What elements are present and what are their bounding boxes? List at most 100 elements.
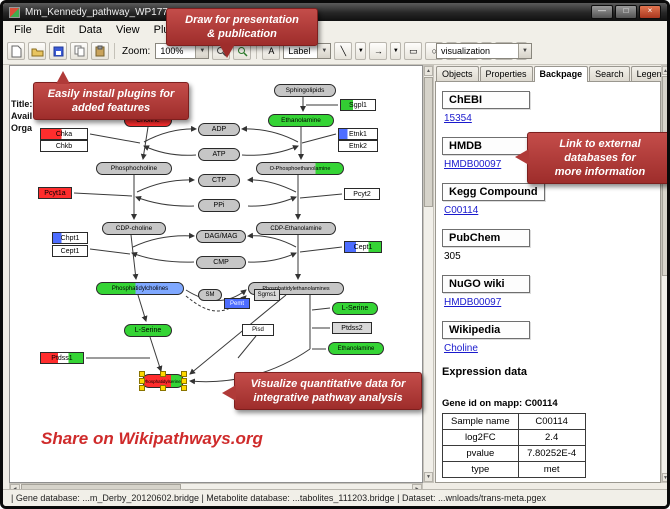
tab-properties[interactable]: Properties [479,66,533,82]
scroll-up-arrow[interactable]: ▲ [662,66,668,75]
pathway-node[interactable]: DAG/MAG [196,230,246,243]
open-file-button[interactable] [28,42,46,60]
visualization-combobox[interactable]: visualization ▼ [436,43,532,59]
maximize-button[interactable]: □ [615,5,637,19]
pathway-node[interactable]: PPi [198,199,240,212]
save-button[interactable] [49,42,67,60]
pathway-node[interactable]: Pcyt1a [38,187,72,199]
callout-line: Link to external [559,138,641,150]
scroll-up-arrow[interactable]: ▲ [424,66,433,76]
pathway-node[interactable]: Phosphatidylcholines [96,282,184,295]
line-tool-button[interactable]: ╲ [334,42,353,60]
chevron-down-icon[interactable]: ▼ [195,44,209,58]
paste-button[interactable] [91,42,109,60]
selection-handle[interactable] [139,371,145,377]
visualization-value: visualization [441,46,491,56]
chevron-down-icon[interactable]: ▼ [518,44,531,58]
pathway-node[interactable]: Cept1 [52,245,88,257]
pathway-node[interactable]: Sphingolipids [274,84,336,97]
pathway-node[interactable]: Cept1 [344,241,382,253]
new-file-button[interactable] [7,42,25,60]
database-header: Wikipedia [442,321,530,339]
rect-tool-button[interactable]: ▭ [404,42,423,60]
status-bar: | Gene database: ...m_Derby_20120602.bri… [3,489,667,506]
selection-handle[interactable] [139,378,145,384]
pathway-node[interactable]: CMP [196,256,246,269]
minimize-button[interactable]: — [591,5,613,19]
pathway-node[interactable]: Chpt1 [52,232,88,244]
tab-legend[interactable]: Legend [630,66,667,82]
pathway-node[interactable]: Ptdss1 [40,352,84,364]
selection-handle[interactable] [160,385,166,391]
selection-handle[interactable] [181,385,187,391]
toolbar-separator [256,43,258,59]
selection-handle[interactable] [181,378,187,384]
scroll-down-arrow[interactable]: ▼ [424,472,433,482]
menu-edit[interactable]: Edit [45,23,65,36]
backpage-section: NuGO wiki HMDB00097 [442,274,654,308]
label-tool-value: Label [288,46,311,56]
pathway-node[interactable]: Pemt [224,298,250,309]
callout-external-databases: Link to external databases for more info… [515,132,667,184]
callout-line: integrative pathway analysis [253,392,403,404]
database-link[interactable]: C00114 [444,205,479,216]
pathway-node[interactable]: Etnk2 [338,140,378,152]
pathway-node[interactable]: Ptdss2 [332,322,372,334]
window-title: Mm_Kennedy_pathway_WP1771_45176.gp [25,6,221,18]
pathway-node[interactable]: Chkb [40,140,88,152]
callout-line: more information [554,166,646,178]
pathway-node[interactable]: Sgpl1 [340,99,376,111]
arrow-tool-dropdown[interactable]: ▼ [390,42,402,60]
canvas-vertical-scrollbar[interactable]: ▲ ▼ [423,65,434,483]
pathway-node[interactable]: Ethanolamine [268,114,334,127]
database-link[interactable]: Choline [444,343,478,354]
scroll-thumb[interactable] [424,77,433,207]
pathway-info-line3: Orga [11,123,33,133]
copy-icon [74,45,84,57]
menu-view[interactable]: View [115,23,140,36]
pathway-node[interactable]: CDP-Ethanolamine [256,222,336,235]
pathway-node[interactable]: ADP [198,123,240,136]
pathway-node[interactable]: Etnk1 [338,128,378,140]
database-link[interactable]: HMDB00097 [444,297,502,308]
pathway-node[interactable]: CDP-choline [102,222,166,235]
scroll-down-arrow[interactable]: ▼ [662,473,668,482]
zoom-combobox[interactable]: 100% ▼ [155,43,210,59]
menu-data[interactable]: Data [78,23,102,36]
panel-vertical-scrollbar[interactable]: ▲ ▼ [661,65,668,483]
pathway-node[interactable]: Chka [40,128,88,140]
pathway-node[interactable]: ATP [198,148,240,161]
expression-table: Sample name C00114 log2FC 2.4 pvalue 7.8… [442,413,586,478]
selection-handle[interactable] [160,371,166,377]
pathway-node[interactable]: O-Phosphoethanolamine [256,162,344,175]
toolbar: Zoom: 100% ▼ A Label ▼ ╲ ▼ → ▼ ▭ ○ ▼ ◇ ▼… [3,38,667,65]
selection-handle[interactable] [139,385,145,391]
backpage-section: ChEBI 15354 [442,90,654,124]
pathway-node[interactable]: SM [198,289,222,301]
line-tool-dropdown[interactable]: ▼ [355,42,367,60]
backpage-section: HMDB HMDB00097 [442,136,654,170]
selection-handle[interactable] [181,371,187,377]
menu-file[interactable]: File [14,23,32,36]
pathway-node[interactable]: L-Serine [332,302,378,315]
pathway-node[interactable]: CTP [198,174,240,187]
pathway-node[interactable]: Ethanolamine [328,342,384,355]
pathway-node[interactable]: L-Serine [124,324,172,337]
open-folder-icon [31,48,43,56]
database-link[interactable]: 15354 [444,113,472,124]
database-link[interactable]: HMDB00097 [444,159,502,170]
copy-button[interactable] [70,42,88,60]
callout-line: Visualize quantitative data for [250,378,406,390]
callout-pointer [515,149,529,165]
arrow-tool-button[interactable]: → [369,42,388,60]
pathway-node[interactable]: Pcyt2 [344,188,380,200]
tab-backpage[interactable]: Backpage [533,66,589,82]
pathway-node[interactable]: Sgms1 [254,289,280,301]
tab-objects[interactable]: Objects [436,66,479,82]
close-button[interactable]: × [639,5,661,19]
chevron-down-icon[interactable]: ▼ [317,44,331,58]
pathway-node[interactable]: Phosphocholine [96,162,172,175]
tab-search[interactable]: Search [589,66,630,82]
pathway-node[interactable]: Pisd [242,324,274,336]
